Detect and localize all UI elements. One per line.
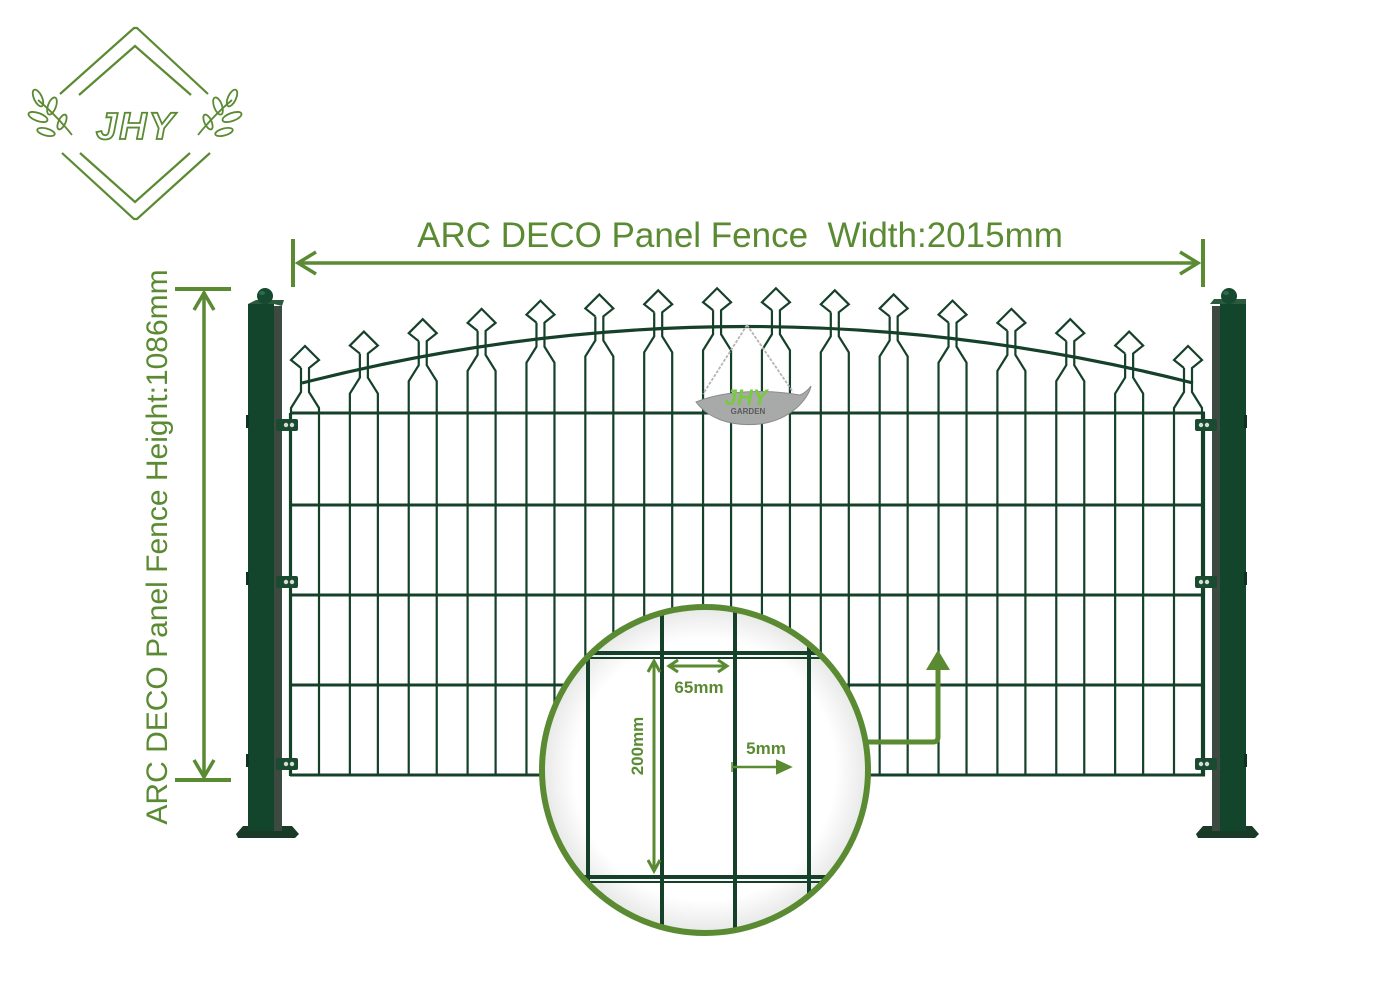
width-dimension: ARC DECO Panel Fence Width:2015mm: [291, 216, 1205, 287]
picket-wire: [642, 288, 674, 776]
mesh-width-dimension: 65mm: [666, 658, 730, 697]
width-arrow-right-icon: [1179, 250, 1202, 276]
picket-wire: [524, 299, 557, 776]
height-label: ARC DECO Panel Fence Height:1086mm: [141, 269, 174, 824]
logo-laurel-left-icon: [27, 88, 73, 138]
left-post-cap: [257, 288, 273, 304]
mesh-height-label: 200mm: [628, 717, 647, 776]
height-arrow-down-icon: [192, 759, 216, 781]
picket-wire: [465, 307, 498, 776]
mesh-height-dimension: 200mm: [628, 657, 662, 875]
logo-diamond-frame-icon: [59, 26, 211, 221]
detail-callout-arrow: [868, 650, 950, 745]
logo-laurel-right-icon: [197, 88, 243, 138]
picket-wire: [878, 292, 910, 776]
company-logo: JHY: [27, 26, 243, 221]
badge-chain-left: [702, 324, 748, 395]
picket-wire: [1172, 344, 1204, 776]
picket-wire: [407, 317, 439, 776]
picket-wire: [995, 307, 1028, 776]
right-post-cap: [1221, 288, 1237, 304]
logo-text: JHY: [96, 106, 178, 148]
picket-wires: [289, 286, 1204, 776]
picket-wire: [819, 288, 851, 776]
width-arrow-left-icon: [294, 250, 317, 276]
picket-wire: [583, 292, 615, 776]
picket-wire: [701, 286, 733, 776]
wire-diameter-label: 5mm: [746, 739, 786, 758]
picket-wire: [1054, 317, 1086, 776]
picket-wire: [1113, 330, 1145, 776]
brand-badge: JHY GARDEN: [695, 324, 812, 426]
magnifier-ring: [539, 604, 871, 936]
width-label: ARC DECO Panel Fence Width:2015mm: [417, 216, 1063, 255]
detail-magnifier: 65mm 200mm 5mm: [539, 604, 871, 936]
height-arrow-up-icon: [192, 289, 216, 311]
picket-wire: [936, 299, 969, 776]
picket-wire: [289, 344, 321, 776]
right-post: [1195, 288, 1259, 838]
wire-diameter-dimension: 5mm: [731, 739, 793, 775]
badge-sub-text: GARDEN: [731, 407, 766, 416]
badge-chain-right: [746, 324, 794, 393]
badge-leaf-icon: [695, 385, 812, 426]
badge-brand-text: JHY: [725, 385, 770, 410]
picket-wire: [760, 286, 792, 776]
right-post-brackets: [1195, 415, 1247, 770]
callout-arrowhead-icon: [926, 650, 950, 670]
height-dimension: ARC DECO Panel Fence Height:1086mm: [141, 269, 231, 825]
left-post: [236, 288, 299, 838]
left-post-brackets: [246, 415, 298, 770]
picket-wire: [348, 330, 380, 776]
mesh-width-label: 65mm: [674, 678, 723, 697]
